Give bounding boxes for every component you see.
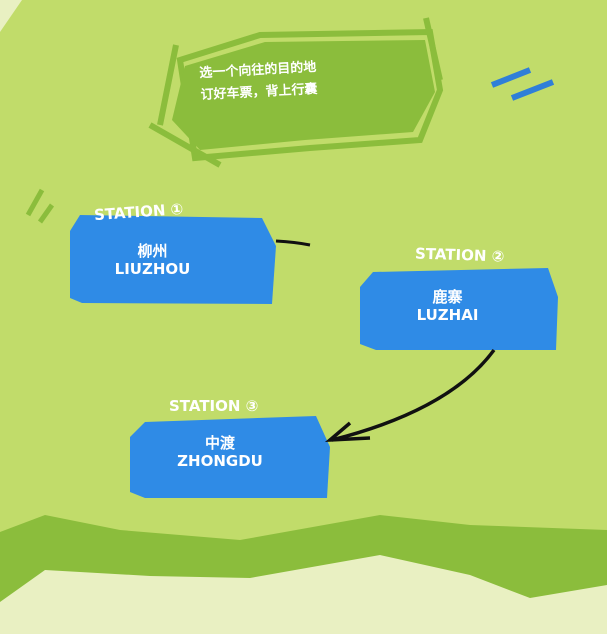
dash-decoration — [490, 67, 555, 101]
station-3-name-en: ZHONGDU — [177, 452, 263, 470]
banner-frame — [148, 17, 444, 168]
station-3-name-cn: 中渡 — [204, 434, 235, 452]
station-2-name-en: LUZHAI — [416, 306, 479, 324]
corner-decoration — [0, 0, 22, 32]
arrowhead-icon — [324, 421, 371, 443]
banner-text: 选一个向往的目的地 订好车票，背上行囊 — [199, 57, 318, 107]
station-3-name[interactable]: 中渡 ZHONGDU — [165, 434, 275, 470]
station-2-name-cn: 鹿寨 — [432, 288, 463, 306]
station-2-shape[interactable] — [360, 268, 558, 350]
ground-pale — [0, 555, 607, 634]
banner-background — [172, 40, 435, 150]
station-1-name-en: LIUZHOU — [114, 260, 191, 278]
station-2-name[interactable]: 鹿寨 LUZHAI — [395, 288, 500, 324]
slash-decoration — [25, 188, 55, 224]
connector-2-3 — [331, 348, 496, 442]
station-3-label: STATION ③ — [169, 397, 259, 415]
station-2-label: STATION ② — [414, 244, 505, 266]
connector-1-2 — [275, 239, 311, 247]
station-1-name-cn: 柳州 — [137, 242, 168, 260]
station-3-shape[interactable] — [130, 416, 330, 498]
station-1-name[interactable]: 柳州 LIUZHOU — [100, 242, 205, 278]
station-1-shape[interactable] — [70, 215, 276, 304]
